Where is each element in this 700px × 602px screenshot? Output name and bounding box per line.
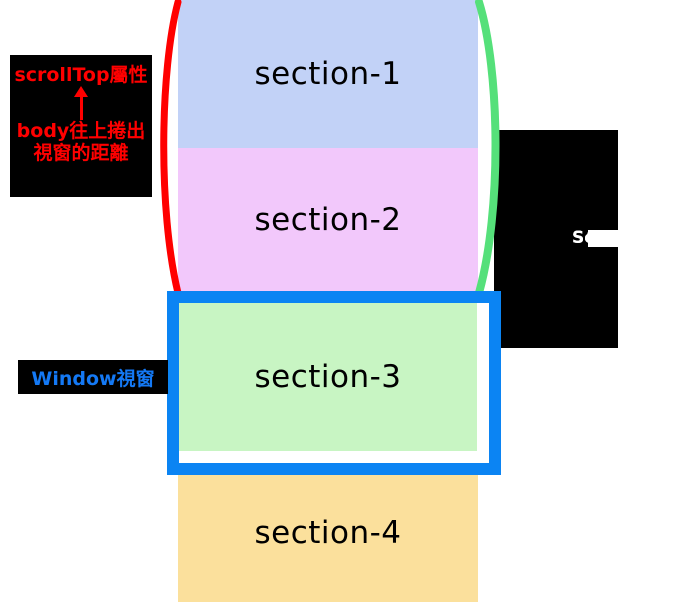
scrolltop-callout-title: scrollTop屬性 (14, 64, 148, 86)
scrolltop-callout-line-1: body往上捲出 (16, 120, 146, 142)
section-4-block: section-4 (178, 464, 478, 602)
section-3-block: section-3 (179, 303, 477, 451)
section-3-label: section-3 (254, 359, 402, 395)
section-2-block: section-2 (178, 148, 478, 291)
window-viewport-frame (167, 291, 501, 475)
section-1-block: section-1 (178, 0, 478, 148)
scrolltop-callout: scrollTop屬性 body往上捲出 視窗的距離 (10, 55, 152, 197)
up-arrow-icon (10, 86, 152, 120)
window-callout: Window視窗 (18, 360, 168, 394)
section-1-label: section-1 (254, 56, 402, 92)
section-2-label: section-2 (254, 201, 402, 238)
window-callout-label: Window視窗 (31, 367, 155, 390)
scroll-right-callout-overdraw-bar (588, 230, 657, 247)
section-4-label: section-4 (254, 515, 402, 551)
scrolltop-callout-line-2: 視窗的距離 (33, 142, 129, 164)
